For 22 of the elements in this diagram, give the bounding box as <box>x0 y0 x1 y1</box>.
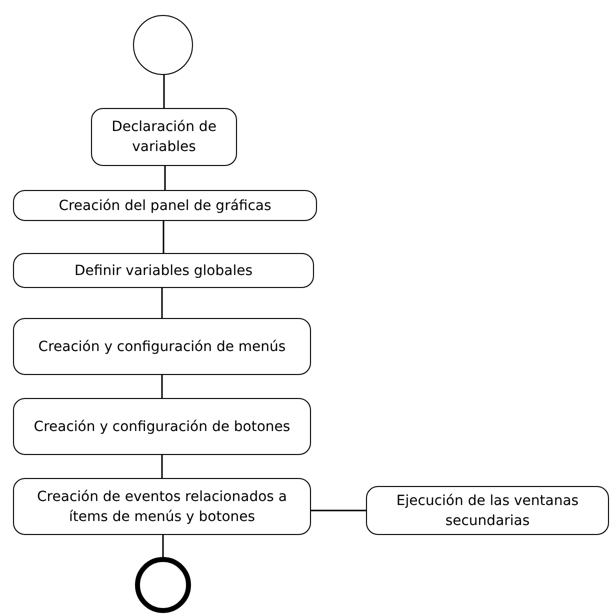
activity-label: Definir variables globales <box>74 262 252 280</box>
activity-box <box>91 108 237 166</box>
activity-label: Creación de eventos relacionados a ítems de menús y botones <box>36 488 288 526</box>
activity-label: Declaración de variables <box>110 118 218 157</box>
connector-line <box>161 288 163 318</box>
connector-line <box>163 75 165 108</box>
connector-line <box>162 221 164 253</box>
activity-box <box>13 478 311 535</box>
activity-label: Ejecución de las ventanas secundarias <box>395 492 580 530</box>
activity-label: Creación y configuración de botones <box>34 418 290 436</box>
activity-box <box>13 318 311 375</box>
activity-label: Creación del panel de gráficas <box>58 196 272 216</box>
activity-box <box>13 253 314 288</box>
activity-label: Creación y configuración de menús <box>38 338 286 356</box>
activity-box <box>13 398 311 455</box>
connector-line <box>162 535 164 557</box>
activity-box <box>13 190 317 221</box>
connector-line <box>161 455 163 478</box>
connector-line <box>164 166 166 190</box>
activity-box <box>366 486 609 535</box>
connector-line <box>311 510 366 512</box>
connector-line <box>161 375 163 398</box>
